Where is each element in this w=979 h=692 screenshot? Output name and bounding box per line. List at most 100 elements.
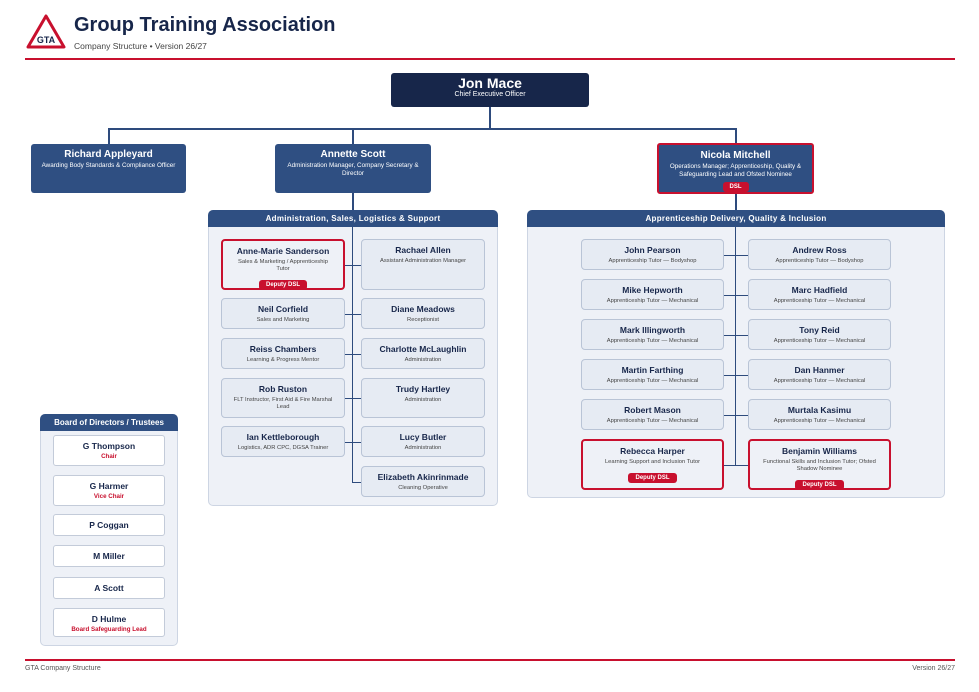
connector xyxy=(735,227,736,465)
staff-role: Apprenticeship Tutor — Bodyshop xyxy=(608,258,697,264)
gta-logo: GTA xyxy=(26,14,66,50)
connector xyxy=(735,193,737,210)
staff-role: Apprenticeship Tutor — Mechanical xyxy=(606,298,699,304)
director-box[interactable]: Nicola Mitchell Operations Manager; Appr… xyxy=(657,143,814,194)
connector xyxy=(724,294,736,296)
staff-name: Rob Ruston xyxy=(258,384,308,394)
connector xyxy=(735,254,748,256)
staff-name: Dan Hanmer xyxy=(794,365,845,375)
staff-name: Marc Hadfield xyxy=(791,285,848,295)
staff-role: Apprenticeship Tutor — Mechanical xyxy=(773,338,866,344)
board-member-name: M Miller xyxy=(93,551,125,561)
page-title: Group Training Association xyxy=(74,14,336,36)
staff-role: Learning Support and Inclusion Tutor xyxy=(604,459,701,465)
staff-name: Mike Hepworth xyxy=(622,285,683,295)
deputy-dsl-badge: Deputy DSL xyxy=(258,280,307,290)
director-name: Annette Scott xyxy=(320,149,386,160)
staff-role: Learning & Progress Mentor xyxy=(246,357,320,363)
staff-name: Benjamin Williams xyxy=(781,446,858,456)
staff-role: Administration xyxy=(404,397,442,403)
staff-role: Apprenticeship Tutor — Mechanical xyxy=(606,418,699,424)
connector xyxy=(489,107,491,129)
staff-role: Logistics, ADR CPC, DGSA Trainer xyxy=(237,445,329,451)
ceo-box[interactable]: Jon Mace Chief Executive Officer xyxy=(391,73,589,107)
staff-name: Robert Mason xyxy=(624,405,681,415)
staff-name: Elizabeth Akinrinmade xyxy=(377,472,469,482)
board-member-card[interactable]: A Scott xyxy=(53,577,165,599)
staff-role: Administration xyxy=(404,357,442,363)
director-name: Nicola Mitchell xyxy=(700,150,771,161)
staff-name: Lucy Butler xyxy=(399,432,447,442)
connector xyxy=(735,374,748,376)
connector xyxy=(345,313,353,315)
director-box[interactable]: Annette Scott Administration Manager, Co… xyxy=(275,144,431,193)
director-role: Operations Manager; Apprenticeship, Qual… xyxy=(669,163,802,178)
staff-role: Apprenticeship Tutor — Bodyshop xyxy=(775,258,864,264)
staff-role: Sales & Marketing / Apprenticeship Tutor xyxy=(238,259,328,272)
admin-department-title: Administration, Sales, Logistics & Suppo… xyxy=(208,210,498,227)
connector xyxy=(352,193,354,210)
header-divider xyxy=(25,58,955,60)
director-role: Administration Manager, Company Secretar… xyxy=(287,162,419,177)
connector xyxy=(735,294,748,296)
connector xyxy=(735,334,748,336)
staff-name: John Pearson xyxy=(624,245,681,255)
staff-name: Diane Meadows xyxy=(391,304,455,314)
connector xyxy=(352,264,361,266)
connector xyxy=(345,353,353,355)
connector xyxy=(735,464,748,466)
board-member-card[interactable]: M Miller xyxy=(53,545,165,567)
board-member-role: Board Safeguarding Lead xyxy=(71,626,147,633)
staff-name: Tony Reid xyxy=(799,325,840,335)
board-member-name: G Thompson xyxy=(82,441,136,451)
staff-role: Apprenticeship Tutor — Mechanical xyxy=(773,418,866,424)
connector xyxy=(352,353,361,355)
board-member-name: P Coggan xyxy=(89,520,129,530)
staff-name: Martin Farthing xyxy=(621,365,684,375)
connector xyxy=(352,128,354,144)
footer-divider xyxy=(25,659,955,661)
staff-name: Neil Corfield xyxy=(257,304,309,314)
director-role: Awarding Body Standards & Compliance Off… xyxy=(41,162,176,169)
director-box[interactable]: Richard Appleyard Awarding Body Standard… xyxy=(31,144,186,193)
dsl-badge: DSL xyxy=(722,182,749,192)
director-name: Richard Appleyard xyxy=(64,149,153,160)
connector xyxy=(724,414,736,416)
connector xyxy=(724,464,736,466)
board-member-card[interactable]: P Coggan xyxy=(53,514,165,536)
connector xyxy=(735,414,748,416)
staff-role: Apprenticeship Tutor — Mechanical xyxy=(773,298,866,304)
connector xyxy=(352,227,353,482)
staff-role: FLT Instructor, First Aid & Fire Marshal… xyxy=(233,397,333,410)
staff-name: Reiss Chambers xyxy=(249,344,317,354)
staff-name: Rebecca Harper xyxy=(620,446,685,456)
board-member-name: G Harmer xyxy=(89,481,129,491)
footer-left: GTA Company Structure xyxy=(25,665,101,672)
